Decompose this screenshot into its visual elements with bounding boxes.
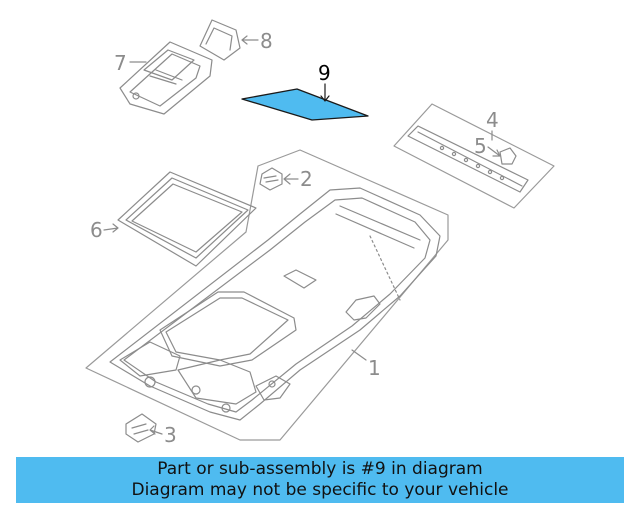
leader-1 — [351, 349, 367, 361]
clip-part-5 — [499, 147, 517, 165]
info-banner: Part or sub-assembly is #9 in diagram Di… — [16, 457, 624, 503]
console-part-7 — [119, 41, 213, 115]
callout-1: 1 — [368, 356, 381, 380]
arrow-5 — [487, 146, 501, 157]
callout-8: 8 — [260, 29, 273, 53]
arrow-3 — [149, 425, 163, 435]
callout-2: 2 — [300, 167, 313, 191]
callout-5: 5 — [474, 134, 487, 158]
clip-part-3 — [125, 413, 157, 443]
callout-6: 6 — [90, 218, 103, 242]
rail-part-4 — [393, 103, 555, 209]
pad-part-9-highlighted — [241, 88, 369, 121]
arrow-8 — [241, 35, 259, 45]
headliner-part-1 — [85, 149, 449, 441]
arrow-9 — [320, 83, 330, 102]
parts-diagram: 1 2 3 4 5 6 — [85, 19, 555, 447]
bracket-part-8 — [199, 19, 241, 61]
banner-line-part-number: Part or sub-assembly is #9 in diagram — [157, 459, 483, 479]
callout-4: 4 — [486, 108, 499, 132]
callout-3: 3 — [164, 423, 177, 447]
arrow-6 — [103, 223, 119, 233]
callout-9: 9 — [318, 61, 331, 85]
callout-7: 7 — [114, 51, 127, 75]
banner-line-disclaimer: Diagram may not be specific to your vehi… — [131, 480, 509, 500]
clip-part-2 — [259, 167, 283, 191]
seal-part-6 — [117, 171, 257, 267]
arrow-2 — [283, 173, 299, 185]
